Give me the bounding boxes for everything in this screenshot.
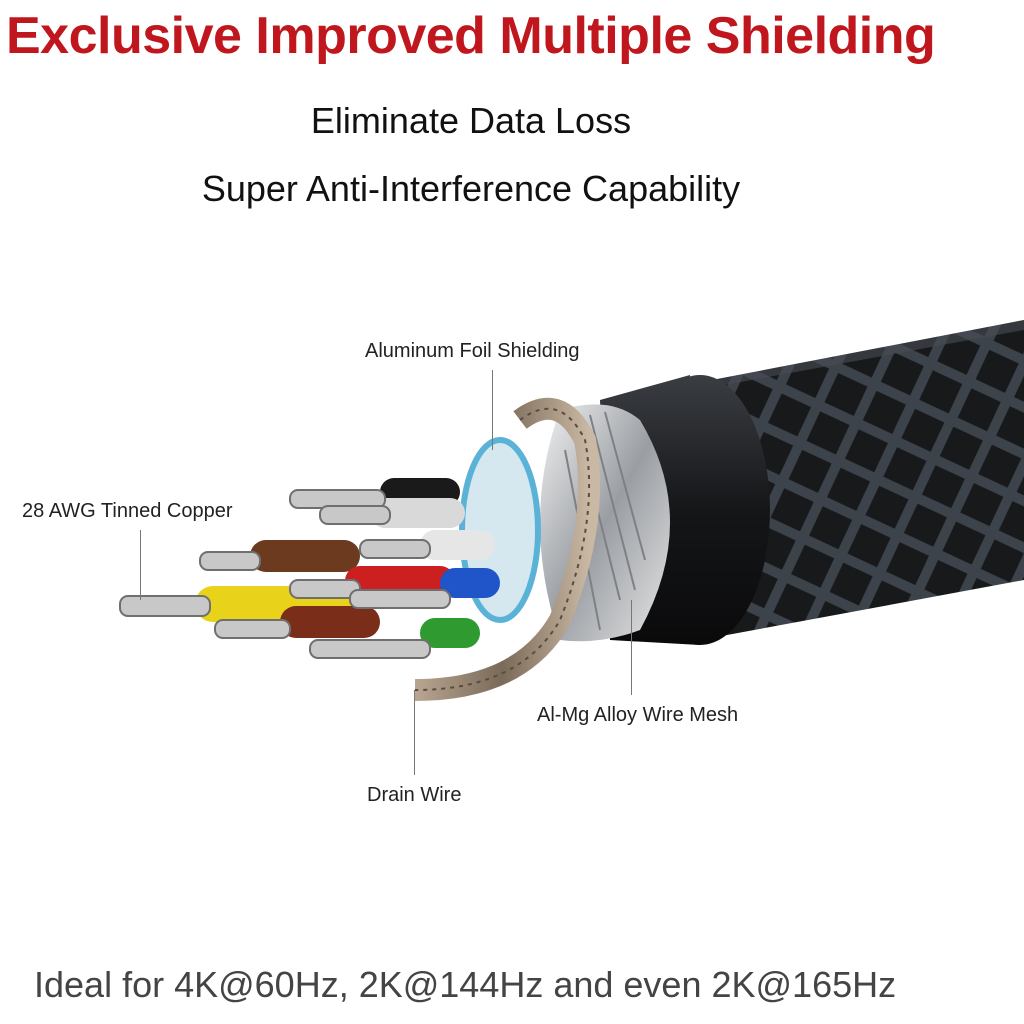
leader-line-copper xyxy=(140,530,141,600)
label-al-mg-alloy-wire-mesh: Al-Mg Alloy Wire Mesh xyxy=(537,704,739,726)
leader-line-mesh xyxy=(631,600,632,695)
drain-wire xyxy=(414,397,601,701)
tinned-copper-strands xyxy=(119,489,451,659)
label-drain-wire: Drain Wire xyxy=(367,784,462,806)
footer-resolution-support: Ideal for 4K@60Hz, 2K@144Hz and even 2K@… xyxy=(34,964,897,1005)
subtitle-anti-interference: Super Anti-Interference Capability xyxy=(201,168,741,209)
label-aluminum-foil-shielding: Aluminum Foil Shielding xyxy=(365,340,580,362)
headline-title: Exclusive Improved Multiple Shielding xyxy=(6,7,936,65)
leader-line-drain xyxy=(414,690,415,775)
label-28-awg-tinned-copper: 28 AWG Tinned Copper xyxy=(22,500,233,522)
subtitle-eliminate-data-loss: Eliminate Data Loss xyxy=(310,100,632,141)
leader-line-foil xyxy=(492,370,493,450)
